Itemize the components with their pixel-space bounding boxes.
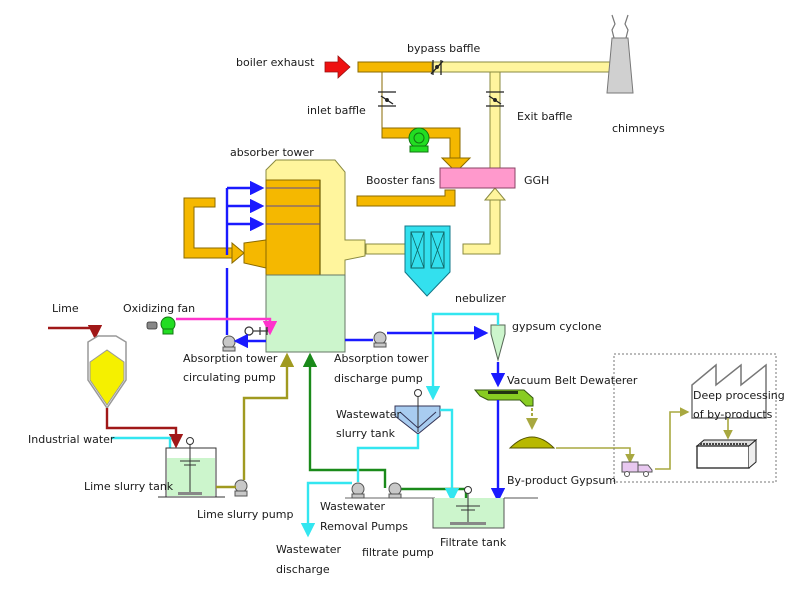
wastewater-tank-to-pump-line: [356, 434, 420, 482]
label-ggh: GGH: [524, 174, 549, 187]
deep-processing-area: [613, 353, 777, 483]
label-chimneys: chimneys: [612, 122, 665, 135]
oxidation-air-line: [176, 317, 278, 336]
gypsum-cyclone-icon: [490, 324, 506, 362]
label-wastewater-removal-2: Removal Pumps: [320, 520, 408, 533]
wastewater-slurry-tank-icon: [394, 389, 441, 435]
label-discharge-pump-1: Absorption tower: [334, 352, 429, 365]
vacuum-belt-dewaterer-icon: [473, 389, 534, 407]
label-bypass-baffle: bypass baffle: [407, 42, 481, 55]
label-oxidizing-fan: Oxidizing fan: [123, 302, 195, 315]
filtrate-pump-icon: [388, 482, 402, 499]
truck-icon: [621, 461, 653, 477]
spray-headers: [225, 180, 265, 335]
label-industrial-water: Industrial water: [28, 433, 115, 446]
label-byproduct-gypsum: By-product Gypsum: [507, 474, 616, 487]
label-filtrate-pump: filtrate pump: [362, 546, 434, 559]
absorber-tower: [243, 159, 366, 353]
exit-baffle-icon: [486, 91, 504, 107]
truck-to-factory-line: [655, 407, 690, 470]
wastewater-discharge-line: [300, 481, 352, 538]
inlet-baffle-icon: [378, 91, 396, 107]
chimney-icon: [606, 14, 634, 94]
label-lime: Lime: [52, 302, 79, 315]
label-inlet-baffle: inlet baffle: [307, 104, 366, 117]
label-wastewater-removal-1: Wastewater: [320, 500, 386, 513]
label-nebulizer: nebulizer: [455, 292, 506, 305]
label-discharge-pump-2: discharge pump: [334, 372, 423, 385]
label-lime-slurry-tank: Lime slurry tank: [84, 480, 174, 493]
clean-flue-gas-ducts: [365, 61, 611, 255]
factory-icon: [691, 363, 767, 419]
label-wastewater-slurry-tank-2: slurry tank: [336, 427, 396, 440]
label-vacuum-belt-dewaterer: Vacuum Belt Dewaterer: [507, 374, 638, 387]
filtrate-tank-icon: [432, 486, 538, 529]
label-gypsum-cyclone: gypsum cyclone: [512, 320, 602, 333]
discharge-pump-icon: [373, 331, 387, 348]
label-deep-processing-1: Deep processing: [693, 389, 785, 402]
lime-feed-line: [48, 325, 103, 340]
label-boiler-exhaust: boiler exhaust: [236, 56, 315, 69]
absorber-agitator-icon: [244, 326, 268, 336]
byproduct-gypsum-pile-icon: [508, 436, 556, 449]
circulating-pump-icon: [222, 335, 236, 352]
processed-product-block-icon: [695, 438, 758, 469]
industrial-water-line: [111, 436, 172, 450]
label-circ-pump-1: Absorption tower: [183, 352, 278, 365]
lime-slurry-tank-icon: [158, 437, 225, 498]
spray-nozzle-rows: [266, 187, 320, 225]
lime-slurry-pump-icon: [234, 479, 248, 497]
gypsum-to-truck-line: [556, 447, 635, 464]
label-exit-baffle: Exit baffle: [517, 110, 573, 123]
label-booster-fans: Booster fans: [366, 174, 435, 187]
label-absorber-tower: absorber tower: [230, 146, 314, 159]
nebulizer-icon: [404, 225, 451, 297]
lime-silo-outlet-line: [105, 408, 184, 449]
ggh-heat-exchanger: [439, 167, 516, 189]
label-wastewater-slurry-tank-1: Wastewater: [336, 408, 402, 421]
label-lime-slurry-pump: Lime slurry pump: [197, 508, 293, 521]
label-deep-processing-2: of by-products: [693, 408, 773, 421]
wastewater-tank-overflow-line: [440, 408, 460, 503]
boiler-exhaust-arrow-icon: [324, 55, 351, 79]
lime-slurry-line: [216, 355, 287, 489]
booster-fan-icon: [408, 127, 430, 153]
lime-silo-icon: [87, 335, 127, 410]
bypass-baffle-icon: [430, 60, 444, 75]
label-wastewater-discharge-1: Wastewater: [276, 543, 342, 556]
label-filtrate-tank: Filtrate tank: [440, 536, 507, 549]
label-wastewater-discharge-2: discharge: [276, 563, 330, 576]
wastewater-removal-pump-icon: [351, 482, 365, 499]
label-circ-pump-2: circulating pump: [183, 371, 276, 384]
cyclone-overflow-line: [425, 312, 500, 401]
oxidizing-fan-icon: [146, 316, 176, 335]
